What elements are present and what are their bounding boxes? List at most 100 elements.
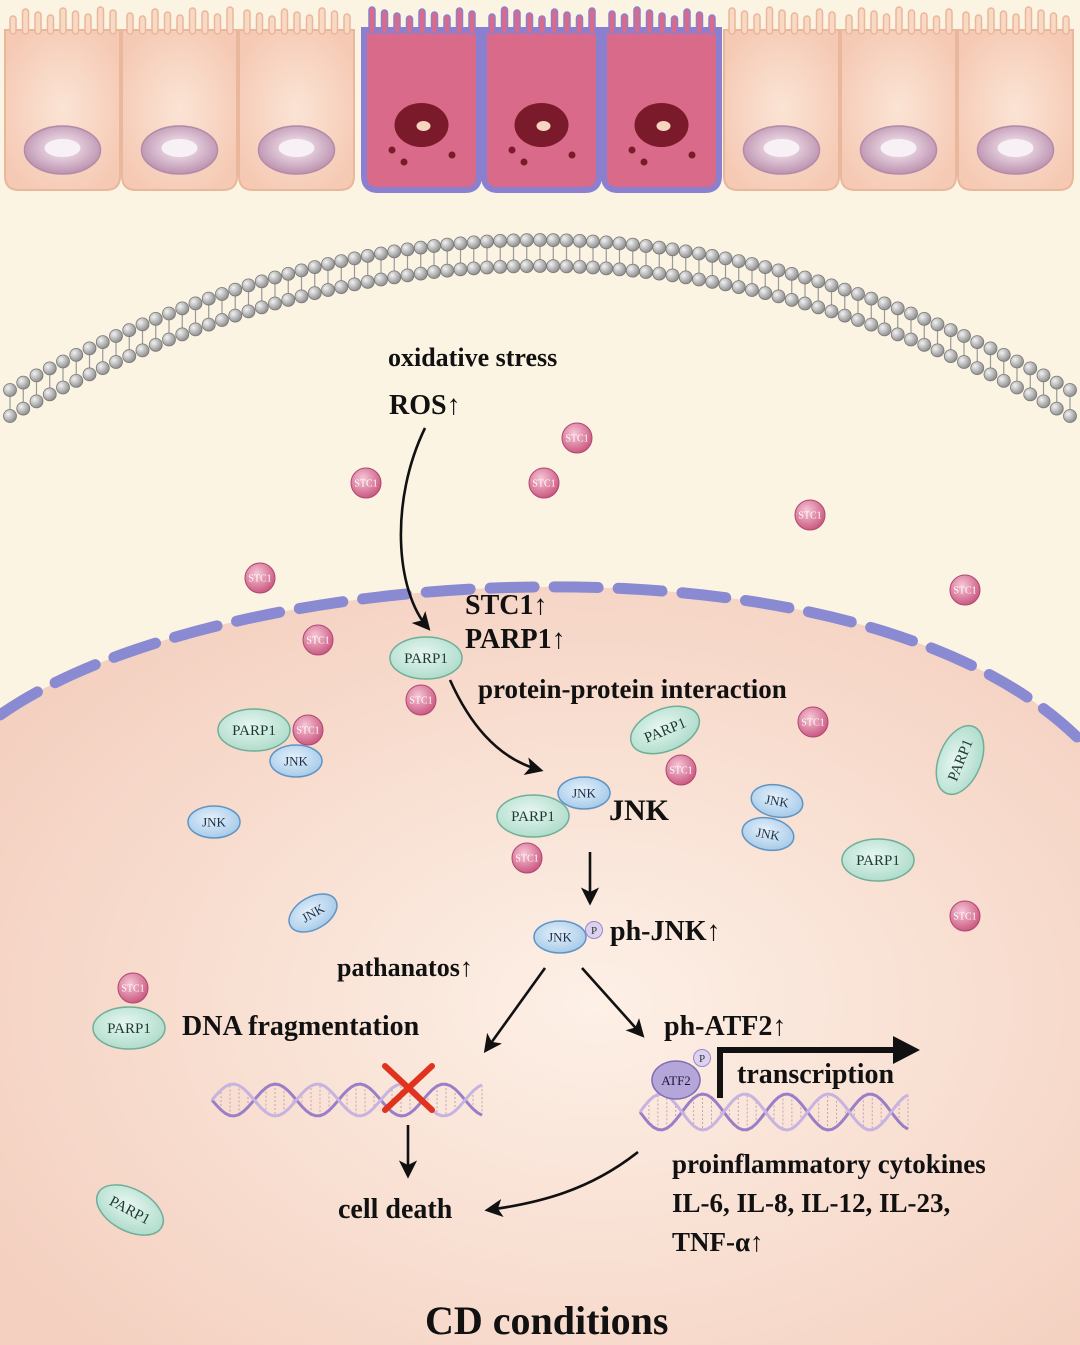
- epithelial-cell: [121, 6, 238, 191]
- epithelial-cell: [957, 6, 1074, 191]
- parp1-molecule: PARP1: [841, 838, 915, 882]
- label-pathanatos: pathanatos↑: [337, 953, 473, 982]
- dna-strands: [210, 1082, 909, 1132]
- jnk-molecule: JNK: [557, 776, 611, 810]
- arrow-to-ph-atf2: [581, 967, 645, 1038]
- stc1-molecule: STC1: [511, 842, 543, 874]
- jnk-molecule: JNK: [269, 744, 323, 778]
- svg-text:P: P: [699, 1053, 705, 1065]
- footer-title: CD conditions: [425, 1298, 669, 1343]
- arrow-ros-to-parp1: [399, 427, 431, 631]
- lipid-bilayer: [3, 233, 1077, 423]
- epithelial-cell: [4, 6, 121, 191]
- svg-text:STC1: STC1: [953, 586, 976, 597]
- phosphate-group: P: [585, 921, 603, 939]
- dna-transcribed: [638, 1092, 909, 1132]
- nucleus: [0, 586, 1080, 1345]
- label-cytokines-line1: proinflammatory cytokines: [672, 1149, 986, 1179]
- red-x-icon: [382, 1063, 435, 1113]
- svg-text:STC1: STC1: [565, 434, 588, 445]
- arrow-cytokines-to-cell-death: [484, 1150, 639, 1218]
- epithelial-cell: [723, 6, 840, 191]
- epithelial-cell: [238, 7, 355, 191]
- jnk-molecule: JNK: [288, 893, 338, 933]
- stc1-molecule: STC1: [302, 624, 334, 656]
- jnk-molecule: JNK: [533, 920, 587, 954]
- svg-text:JNK: JNK: [764, 792, 791, 811]
- svg-text:STC1: STC1: [121, 984, 144, 995]
- label-jnk: JNK: [609, 794, 669, 827]
- stc1-molecule: STC1: [797, 706, 829, 738]
- svg-text:STC1: STC1: [532, 479, 555, 490]
- label-ph-atf2: ph-ATF2↑: [664, 1011, 787, 1042]
- svg-text:STC1: STC1: [515, 854, 538, 865]
- stc1-molecule: STC1: [528, 467, 560, 499]
- stc1-molecule: STC1: [117, 972, 149, 1004]
- label-cytokines-line2: IL-6, IL-8, IL-12, IL-23,: [672, 1188, 951, 1218]
- dying-epithelial-cell: [601, 6, 722, 193]
- stc1-molecule: STC1: [292, 714, 324, 746]
- parp1-molecule: PARP1: [95, 1184, 165, 1236]
- label-protein-protein-interaction: protein-protein interaction: [478, 674, 787, 704]
- svg-text:PARP1: PARP1: [856, 853, 900, 869]
- svg-text:JNK: JNK: [572, 786, 596, 801]
- svg-text:STC1: STC1: [669, 766, 692, 777]
- parp1-molecule: PARP1: [92, 1006, 166, 1050]
- parp1-molecule: PARP1: [935, 724, 985, 796]
- parp1-molecule: PARP1: [629, 705, 701, 755]
- epithelial-cell: [840, 6, 957, 191]
- svg-text:STC1: STC1: [354, 479, 377, 490]
- nuclear-envelope: [0, 581, 1080, 746]
- jnk-molecule: JNK: [741, 816, 795, 852]
- svg-text:JNK: JNK: [202, 815, 226, 830]
- svg-text:JNK: JNK: [548, 930, 572, 945]
- stc1-molecule: STC1: [405, 684, 437, 716]
- svg-text:STC1: STC1: [953, 912, 976, 923]
- label-dna-fragmentation: DNA fragmentation: [182, 1011, 420, 1042]
- label-ph-jnk: ph-JNK↑: [610, 916, 721, 947]
- stc1-molecule: STC1: [949, 900, 981, 932]
- label-transcription: transcription: [737, 1059, 895, 1090]
- svg-text:JNK: JNK: [284, 754, 308, 769]
- dna-fragmented: [210, 1082, 483, 1118]
- jnk-molecule: JNK: [187, 805, 241, 839]
- label-ros: ROS↑: [389, 390, 461, 421]
- svg-text:PARP1: PARP1: [107, 1021, 151, 1037]
- svg-text:PARP1: PARP1: [232, 723, 276, 739]
- stc1-molecule: STC1: [949, 574, 981, 606]
- jnk-molecule: JNK: [750, 783, 804, 819]
- arrow-complex-to-jnk: [448, 679, 544, 776]
- svg-text:STC1: STC1: [296, 726, 319, 737]
- parp1-molecule: PARP1: [389, 636, 463, 680]
- stc1-molecule: STC1: [244, 562, 276, 594]
- bent-arrow-icon: [717, 1036, 920, 1098]
- label-cell-death: cell death: [338, 1194, 453, 1225]
- atf2-molecule: ATF2: [651, 1060, 701, 1100]
- label-oxidative-stress: oxidative stress: [388, 343, 558, 372]
- label-parp1-up: PARP1↑: [465, 624, 566, 655]
- label-cytokines-line3: TNF-α↑: [672, 1227, 764, 1257]
- stc1-molecule: STC1: [665, 754, 697, 786]
- phosphate-group: P: [693, 1049, 711, 1067]
- stc1-molecule: STC1: [561, 422, 593, 454]
- svg-text:PARP1: PARP1: [511, 809, 555, 825]
- pathway-arrows: [398, 427, 645, 1218]
- parp1-molecule: PARP1: [496, 794, 570, 838]
- epithelial-cell-layer: [4, 6, 1074, 193]
- svg-text:STC1: STC1: [409, 696, 432, 707]
- stc1-molecule: STC1: [350, 467, 382, 499]
- label-stc1-up: STC1↑: [465, 590, 548, 621]
- svg-text:STC1: STC1: [801, 718, 824, 729]
- svg-text:JNK: JNK: [755, 825, 782, 844]
- dying-epithelial-cell: [361, 6, 482, 193]
- parp1-molecule: PARP1: [217, 708, 291, 752]
- stc1-molecule: STC1: [794, 499, 826, 531]
- svg-text:PARP1: PARP1: [404, 651, 448, 667]
- svg-text:STC1: STC1: [306, 636, 329, 647]
- svg-text:P: P: [591, 925, 597, 937]
- svg-text:STC1: STC1: [248, 574, 271, 585]
- svg-text:ATF2: ATF2: [661, 1073, 691, 1088]
